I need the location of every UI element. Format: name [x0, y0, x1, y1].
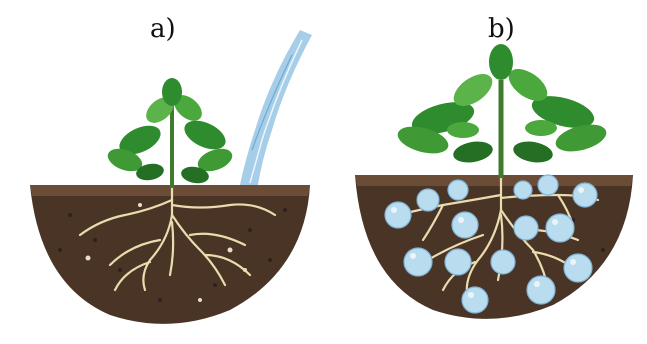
water-stream-icon: [240, 30, 312, 185]
soil-hemisphere: [30, 185, 310, 324]
panel-a: a): [0, 0, 323, 344]
panel-b-illustration: [323, 0, 647, 344]
panel-b: b): [323, 0, 647, 344]
panel-a-illustration: [0, 0, 323, 344]
